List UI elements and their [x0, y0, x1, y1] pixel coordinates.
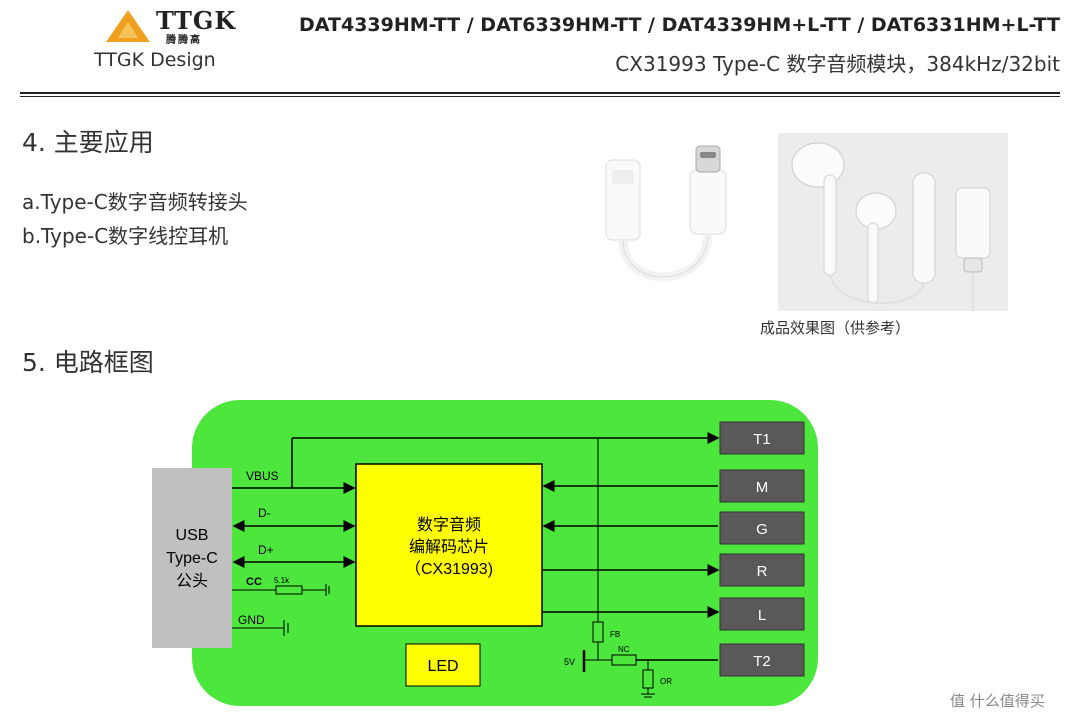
usb-connector-block — [152, 468, 232, 648]
brand-subtitle: TTGK Design — [94, 49, 216, 71]
pin-box-g — [719, 511, 805, 545]
resistor-value: 5.1k — [274, 576, 290, 585]
led-label: LED — [427, 658, 458, 675]
watermark-text: 值 什么值得买 — [950, 692, 1045, 710]
pin-label-t2: T2 — [753, 653, 771, 670]
chip-label-line: 编解码芯片 — [409, 538, 489, 556]
label-nc: NC — [618, 645, 630, 654]
circuit-block-diagram: USB Type-C 公头 数字音频 编解码芯片 （CX31993) LED V… — [152, 400, 818, 706]
usb-label-line: 公头 — [176, 572, 208, 590]
label-5v: 5V — [564, 657, 575, 667]
usb-label-line: Type-C — [166, 550, 218, 567]
application-item: b.Type-C数字线控耳机 — [22, 224, 229, 248]
pin-label-l: L — [758, 607, 766, 624]
usb-label-line: USB — [176, 527, 209, 544]
pin-box-t1 — [719, 421, 805, 455]
pin-label-g: G — [756, 521, 768, 538]
pin-box-r — [719, 553, 805, 587]
chip-label-line: 数字音频 — [417, 516, 481, 534]
led-block — [405, 643, 481, 687]
pin-label-m: M — [756, 479, 769, 496]
chip-label-line: （CX31993) — [405, 560, 493, 578]
photo-caption: 成品效果图（供参考） — [760, 319, 911, 337]
signal-dminus: D- — [258, 506, 271, 520]
logo-triangle-icon — [106, 10, 150, 42]
codec-chip-block — [355, 463, 543, 627]
signal-cc: CC — [246, 576, 262, 588]
pin-box-m — [719, 469, 805, 503]
section-title-block-diagram: 5. 电路框图 — [22, 348, 154, 377]
signal-dplus: D+ — [258, 543, 274, 557]
signal-vbus: VBUS — [246, 469, 279, 483]
section-title-applications: 4. 主要应用 — [22, 128, 154, 157]
pin-label-r: R — [757, 563, 768, 580]
label-or: OR — [660, 677, 672, 686]
spec-line: CX31993 Type-C 数字音频模块，384kHz/32bit — [615, 52, 1060, 76]
header-rule-thin — [20, 96, 1060, 97]
pin-label-t1: T1 — [753, 431, 771, 448]
type-c-adapter-illustration — [605, 145, 727, 282]
pin-box-l — [719, 597, 805, 631]
earphones-illustration — [791, 142, 991, 311]
model-list: DAT4339HM-TT / DAT6339HM-TT / DAT4339HM+… — [299, 14, 1060, 36]
signal-gnd: GND — [238, 613, 265, 627]
header-rule — [20, 92, 1060, 94]
pin-box-t2 — [719, 643, 805, 677]
label-fb: FB — [610, 630, 620, 639]
logo-text: TTGK — [156, 6, 237, 35]
logo-cn-text: 腾腾高 — [166, 35, 202, 46]
application-item: a.Type-C数字音频转接头 — [22, 190, 248, 214]
